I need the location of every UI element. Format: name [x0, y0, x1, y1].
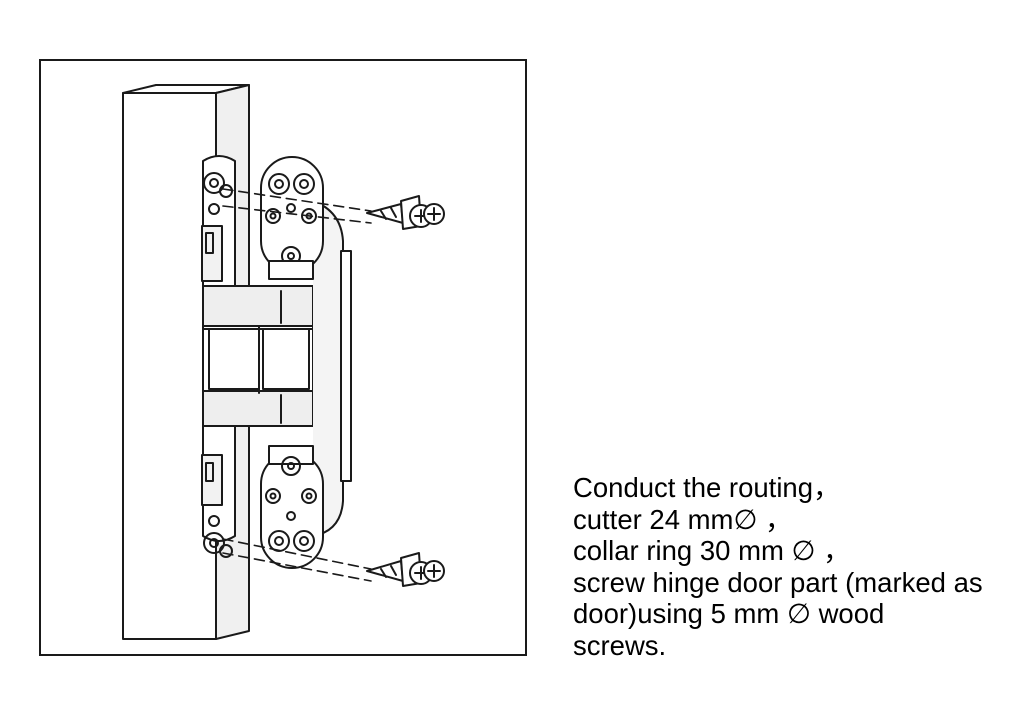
instruction-line-screw-hinge: screw hinge door part (marked as — [573, 566, 983, 598]
instruction-line-screws: screws. — [573, 629, 667, 661]
frame-plate-holes — [203, 172, 233, 558]
upper-wood-screw — [366, 195, 445, 230]
instruction-line-collar-ring: collar ring 30 mm ∅ ， — [573, 535, 851, 566]
hinge-casing — [312, 200, 352, 537]
lower-wood-screw — [366, 552, 445, 587]
instruction-line-routing: Conduct the routing， — [573, 472, 841, 503]
hinge-illustration-frame — [39, 59, 527, 656]
lower-door-plate — [260, 445, 324, 569]
hinge-illustration — [122, 84, 445, 640]
screw-guide-lines — [222, 188, 372, 582]
routing-instructions: Conduct the routing， cutter 24 mm∅ ， col… — [573, 472, 1018, 661]
hinge-body — [202, 285, 314, 427]
instruction-line-cutter: cutter 24 mm∅ ， — [573, 503, 793, 535]
instruction-line-wood-screws: door)using 5 mm ∅ wood — [573, 598, 885, 629]
upper-door-plate — [260, 156, 324, 280]
